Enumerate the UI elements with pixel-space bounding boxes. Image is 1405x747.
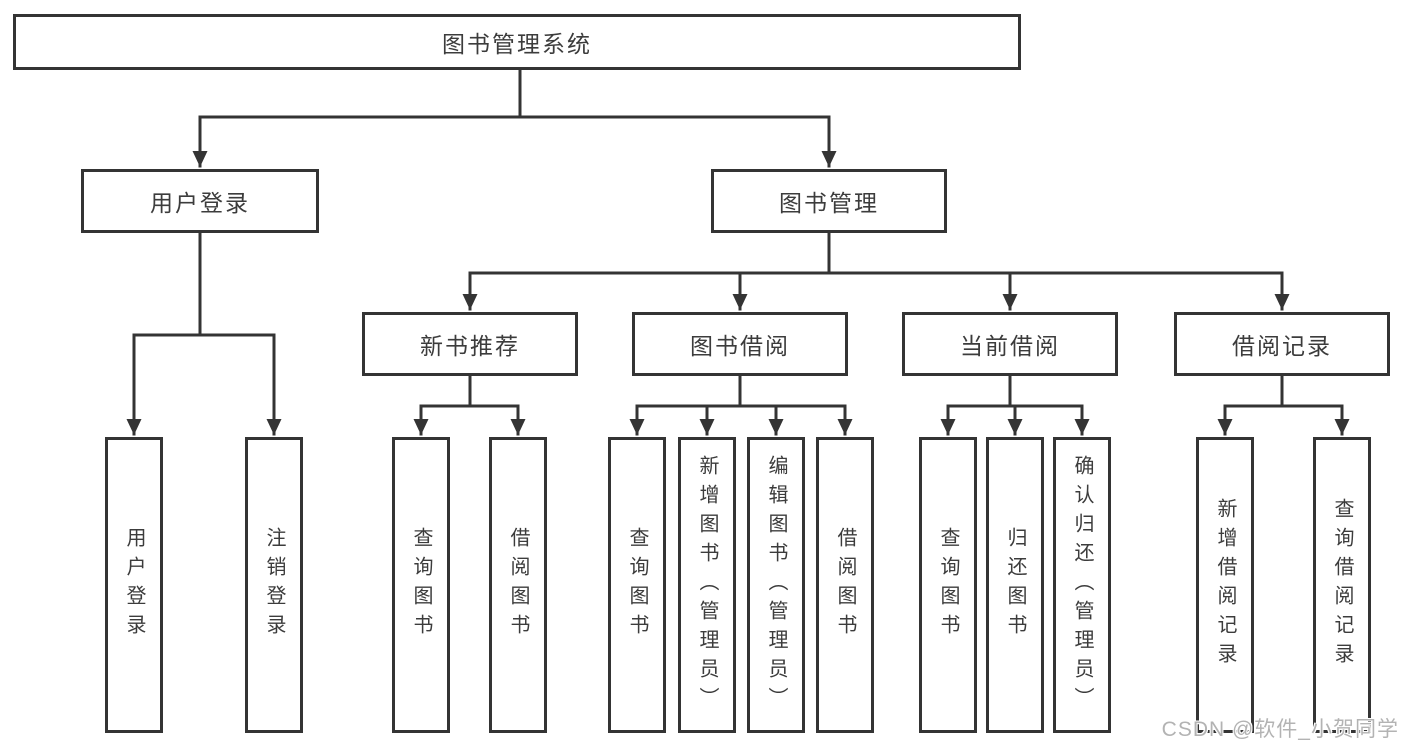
leaf-edit-book-admin: 编辑图书（管理员） [747, 437, 805, 733]
node-book-borrow: 图书借阅 [632, 312, 848, 376]
connector-book-management-branch [462, 231, 1290, 311]
leaf-query-books-recommend-label: 查询图书 [410, 527, 432, 643]
leaf-borrow-books: 借阅图书 [816, 437, 874, 733]
connector-book-borrow-branch [629, 374, 853, 436]
leaf-logout-label: 注销登录 [263, 527, 285, 643]
leaf-query-books-recommend: 查询图书 [392, 437, 450, 733]
leaf-add-borrow-record-label: 新增借阅记录 [1214, 498, 1236, 672]
node-library-system-label: 图书管理系统 [442, 31, 592, 57]
leaf-confirm-return-admin: 确认归还（管理员） [1053, 437, 1111, 733]
leaf-borrow-books-recommend-label: 借阅图书 [507, 527, 529, 643]
leaf-add-borrow-record: 新增借阅记录 [1196, 437, 1254, 733]
node-user-login-label: 用户登录 [150, 190, 250, 216]
leaf-return-books-label: 归还图书 [1004, 527, 1026, 643]
node-borrow-records-label: 借阅记录 [1232, 333, 1332, 359]
node-borrow-records: 借阅记录 [1174, 312, 1390, 376]
node-library-system: 图书管理系统 [13, 14, 1021, 70]
connector-root-to-level2 [192, 68, 837, 168]
node-new-book-recommend: 新书推荐 [362, 312, 578, 376]
connector-current-borrow-branch [940, 374, 1090, 436]
leaf-borrow-books-recommend: 借阅图书 [489, 437, 547, 733]
leaf-query-books-borrow: 查询图书 [608, 437, 666, 733]
leaf-add-book-admin: 新增图书（管理员） [678, 437, 736, 733]
node-book-borrow-label: 图书借阅 [690, 333, 790, 359]
leaf-confirm-return-admin-label: 确认归还（管理员） [1071, 454, 1093, 716]
leaf-query-books-current-label: 查询图书 [937, 527, 959, 643]
node-current-borrow: 当前借阅 [902, 312, 1118, 376]
leaf-edit-book-admin-label: 编辑图书（管理员） [765, 454, 787, 716]
node-book-management-label: 图书管理 [779, 190, 879, 216]
leaf-query-borrow-record: 查询借阅记录 [1313, 437, 1371, 733]
leaf-logout: 注销登录 [245, 437, 303, 733]
connector-user-login-branch [126, 231, 282, 436]
leaf-user-login-label: 用户登录 [123, 527, 145, 643]
connector-new-book-branch [413, 374, 526, 436]
leaf-query-books-current: 查询图书 [919, 437, 977, 733]
leaf-query-borrow-record-label: 查询借阅记录 [1331, 498, 1353, 672]
leaf-borrow-books-label: 借阅图书 [834, 527, 856, 643]
connector-borrow-records-branch [1217, 374, 1350, 436]
node-book-management: 图书管理 [711, 169, 947, 233]
leaf-return-books: 归还图书 [986, 437, 1044, 733]
node-new-book-recommend-label: 新书推荐 [420, 333, 520, 359]
leaf-add-book-admin-label: 新增图书（管理员） [696, 454, 718, 716]
node-user-login: 用户登录 [81, 169, 319, 233]
leaf-user-login: 用户登录 [105, 437, 163, 733]
node-current-borrow-label: 当前借阅 [960, 333, 1060, 359]
csdn-watermark: CSDN @软件_小贺同学 [1161, 718, 1399, 741]
leaf-query-books-borrow-label: 查询图书 [626, 527, 648, 643]
